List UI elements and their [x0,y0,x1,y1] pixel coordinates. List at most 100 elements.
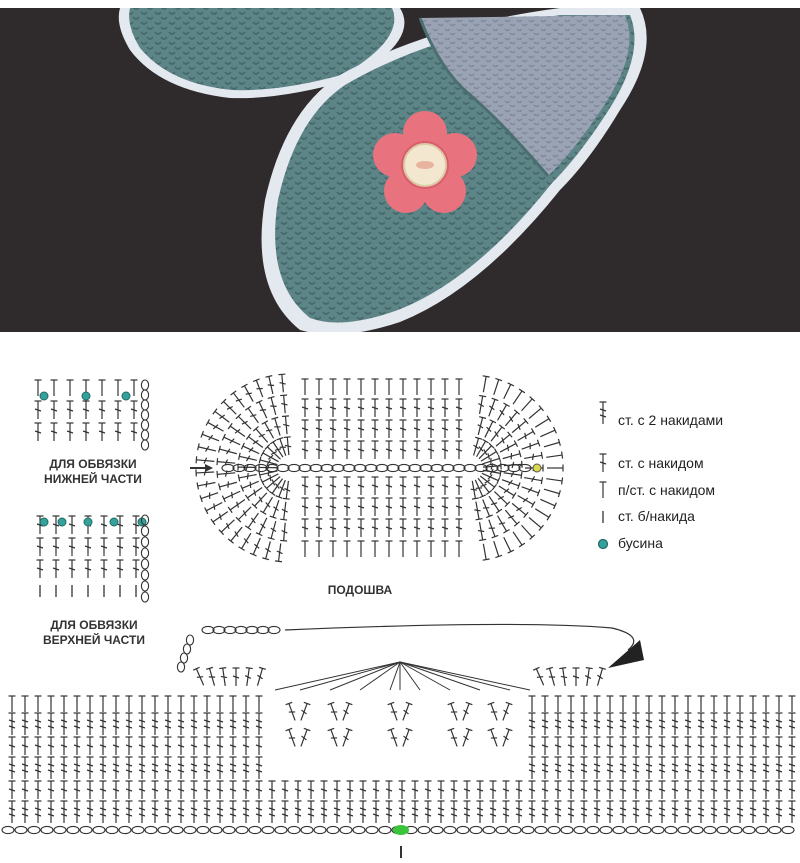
gather-line [399,661,421,691]
stitch-symbol [217,478,239,491]
chain-stitch [176,661,186,673]
bottom-edging-label-line2: НИЖНЕЙ ЧАСТИ [44,472,142,486]
stitch-symbol [196,478,217,490]
stitch-symbol [342,540,352,558]
chain-stitch [222,825,236,835]
stitch-symbol [137,712,147,736]
stitch-symbol [436,780,446,800]
stitch-symbol [51,559,61,579]
stitch-symbol [436,800,446,824]
stitch-symbol [579,756,589,780]
stitch-symbol [59,780,69,800]
chain-stitch [352,825,366,835]
stitch-symbol [83,559,93,579]
stitch-symbol [150,800,160,824]
stitch-symbol [81,400,91,420]
flower-applique [373,111,477,213]
stitch-symbol [204,498,225,515]
stitch-symbol [189,756,199,780]
stitch-symbol [370,398,380,418]
chain-stitch [365,825,379,835]
stitch-symbol [579,712,589,736]
stitch-symbol [46,800,56,824]
stitch-symbol [579,736,589,756]
stitch-symbol [46,712,56,736]
stitch-symbol [502,409,521,429]
stitch-symbol [515,491,536,509]
stitch-symbol [709,712,719,736]
stitch-symbol [7,695,17,713]
stitch-symbol [522,451,544,463]
stitch-symbol [20,800,30,824]
stitch-symbol [509,529,526,548]
chain-stitch [298,463,312,473]
stitch-symbol [215,800,225,824]
stitch-symbol [657,756,667,780]
stitch-symbol [261,420,278,441]
stitch-symbol [129,379,139,397]
stitch-symbol [540,756,550,780]
stitch-symbol [267,800,277,824]
stitch-symbol [423,800,433,824]
bead-marker [39,391,49,401]
stitch-symbol [370,378,380,396]
stitch-symbol [231,667,241,687]
stitch-symbol [342,440,352,460]
stitch-symbol [696,736,706,756]
chain-stitch [331,463,345,473]
stitch-symbol [163,780,173,800]
chain-stitch [66,825,80,835]
stitch-symbol [227,524,246,544]
stitch-symbol [761,712,771,736]
stitch-symbol [328,440,338,460]
stitch-symbol [314,398,324,418]
stitch-symbol [124,736,134,756]
stitch-symbol [371,780,381,800]
stitch-symbol [566,780,576,800]
stitch-symbol [285,701,299,723]
chain-stitch [92,825,106,835]
stitch-symbol [339,727,353,749]
stitch-symbol [761,780,771,800]
stitch-symbol [218,667,230,687]
stitch-symbol [314,540,324,558]
stitch-symbol [553,756,563,780]
stitch-symbol [98,780,108,800]
chain-stitch [716,825,730,835]
stitch-symbol [202,756,212,780]
stitch-symbol [150,736,160,756]
stitch-symbol [426,540,436,558]
sole-label: ПОДОШВА [327,583,393,597]
stitch-symbol [221,433,243,449]
stitch-symbol [493,402,511,423]
stitch-symbol [618,800,628,824]
stitch-symbol [735,712,745,736]
stitch-symbol [454,378,464,396]
stitch-symbol [501,800,511,824]
stitch-symbol [228,712,238,736]
stitch-symbol [487,701,501,723]
stitch-symbol [370,497,380,517]
stitch-symbol [150,780,160,800]
stitch-symbol [748,780,758,800]
legend-item-2-text: п/ст. с накидом [618,482,716,498]
chain-stitch [755,825,769,835]
stitch-symbol [254,756,264,780]
stitch-symbol [99,537,109,557]
stitch-symbol [735,756,745,780]
chain-stitch [105,825,119,835]
stitch-symbol [579,695,589,713]
stitch-symbol [371,800,381,824]
stitch-symbol [475,800,485,824]
stitch-symbol [300,378,310,396]
stitch-symbol [683,800,693,824]
stitch-symbol [709,695,719,713]
stitch-symbol [631,736,641,756]
stitch-symbol [176,780,186,800]
gather-line [299,661,401,691]
chain-stitch [375,463,389,473]
bead-marker [121,391,131,401]
stitch-symbol [618,695,628,713]
stitch-symbol [297,727,311,749]
stitch-symbol [501,780,511,800]
